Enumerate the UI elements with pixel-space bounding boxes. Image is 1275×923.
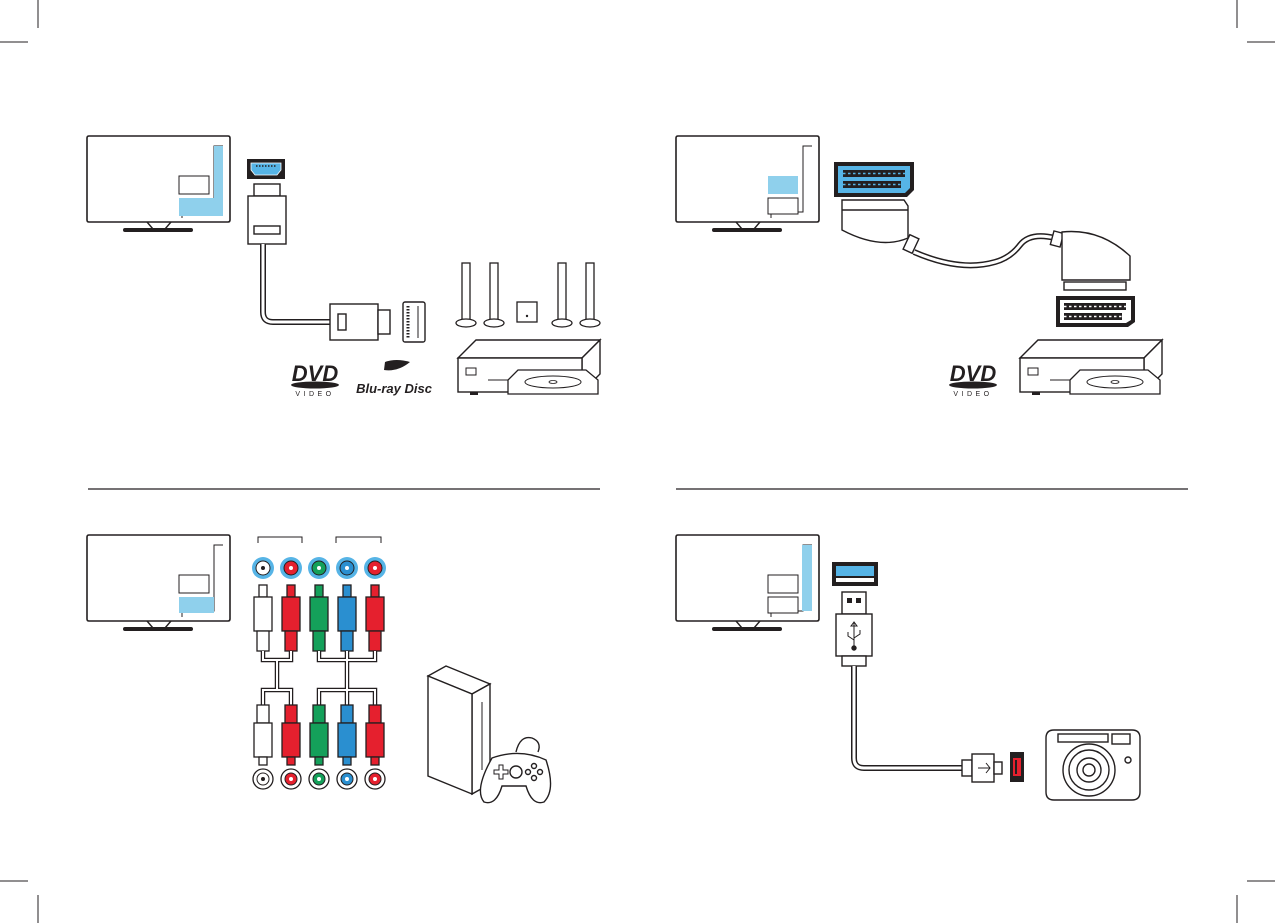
scart-cable-icon [842,200,1130,290]
rca-plug-row-top [254,585,384,651]
rca-plug-icon [366,585,384,651]
rca-jack-icon [281,769,301,789]
dvd-video-logo: DVD VIDEO [949,361,997,398]
speaker-icon [456,263,476,327]
rca-plug-icon [338,585,356,651]
subwoofer-icon [517,302,537,322]
tv-icon [676,535,819,631]
panel-hdmi: DVD VIDEO Blu-ray Disc [87,136,600,398]
camera-icon [1046,730,1140,800]
rca-jack-icon [308,557,330,579]
hdmi-port-icon [247,159,285,179]
usb-port-icon [832,562,878,586]
dvd-logo-subtext: VIDEO [295,391,334,398]
rca-plug-icon [254,705,272,765]
rca-plug-icon [310,705,328,765]
disc-player-icon [1020,340,1162,395]
bluray-logo: Blu-ray Disc [356,360,433,396]
scart-port-icon [1056,296,1135,327]
rca-jack-row-bottom [253,769,385,789]
rca-plug-icon [338,705,356,765]
rca-jack-icon [309,769,329,789]
panel-scart: DVD VIDEO [676,136,1162,398]
rca-plug-icon [310,585,328,651]
rca-plug-icon [254,585,272,651]
rca-jack-icon [336,557,358,579]
hdmi-cable-icon [248,184,425,342]
usb-cable-icon [836,592,1002,782]
speaker-icon [552,263,572,327]
tv-icon [676,136,819,232]
rca-plug-row-bottom [254,705,384,765]
game-console-icon [428,666,490,794]
speaker-system [456,263,600,327]
tv-icon [87,535,230,631]
scart-port-icon [834,162,914,197]
rca-jack-row-top [252,557,386,579]
dvd-logo-subtext: VIDEO [953,391,992,398]
group-bracket [258,537,381,543]
speaker-icon [484,263,504,327]
rca-plug-icon [282,585,300,651]
disc-player-icon [458,340,600,395]
dvd-video-logo: DVD VIDEO [291,361,339,398]
rca-jack-icon [252,557,274,579]
bluray-logo-text: Blu-ray Disc [356,381,433,396]
speaker-icon [580,263,600,327]
rca-jack-icon [365,769,385,789]
gamepad-icon [480,738,550,803]
mini-usb-port-icon [1010,752,1024,782]
panel-usb [676,535,1140,800]
rca-plug-icon [366,705,384,765]
rca-jack-icon [253,769,273,789]
panel-component [87,535,551,803]
rca-jack-icon [280,557,302,579]
rca-plug-icon [282,705,300,765]
rca-jack-icon [337,769,357,789]
rca-jack-icon [364,557,386,579]
tv-icon [87,136,230,232]
